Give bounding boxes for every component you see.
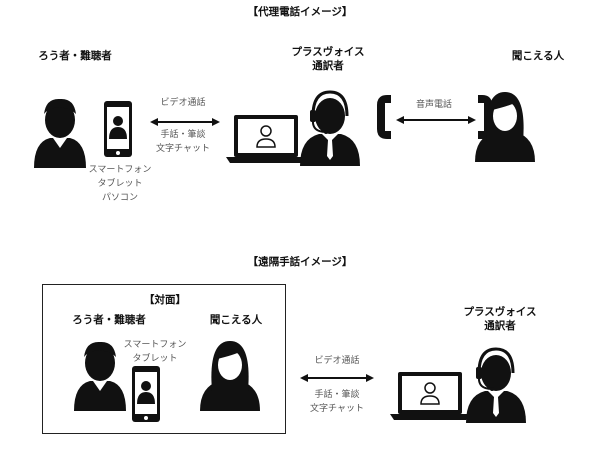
methods-line2: 文字チャット	[156, 144, 210, 154]
devices-line3: パソコン	[101, 193, 138, 203]
interpreter-label-line2: 通訳者	[312, 60, 344, 72]
devices-line1: スマートフォン	[88, 165, 152, 175]
video-call-label: ビデオ通話	[160, 98, 206, 108]
devices-line2: タブレット	[97, 179, 143, 189]
voice-call-label: 音声電話	[415, 100, 452, 110]
interpreter-label-line1: プラスヴォイス	[291, 46, 365, 58]
devices2-line2: タブレット	[132, 354, 178, 364]
methods2-line1: 手話・筆談	[314, 390, 360, 400]
hearing-person-label-2: 聞こえる人	[209, 314, 263, 326]
face-to-face-title: 【対面】	[144, 294, 186, 306]
voice-call-arrow	[396, 116, 476, 124]
devices2-line1: スマートフォン	[123, 340, 187, 350]
section1-title: 【代理電話イメージ】	[247, 6, 353, 18]
face-to-face-box	[42, 284, 286, 434]
video-call-arrow	[150, 118, 220, 126]
smartphone-icon-2	[132, 366, 160, 422]
hearing-person-icon-2	[200, 341, 260, 411]
deaf-person-label: ろう者・難聴者	[38, 50, 112, 62]
hearing-person-label: 聞こえる人	[511, 50, 565, 62]
video-call-label-2: ビデオ通話	[314, 356, 360, 366]
methods2-line2: 文字チャット	[310, 404, 364, 414]
interpreter-label2-line2: 通訳者	[484, 320, 516, 332]
hearing-person-icon	[475, 92, 535, 162]
video-call-arrow-2	[300, 374, 374, 382]
methods-line1: 手話・筆談	[160, 130, 206, 140]
interpreter-icon-2	[464, 347, 528, 425]
section2-title: 【遠隔手話イメージ】	[247, 256, 353, 268]
interpreter-label2-line1: プラスヴォイス	[463, 306, 537, 318]
deaf-person-label-2: ろう者・難聴者	[72, 314, 146, 326]
